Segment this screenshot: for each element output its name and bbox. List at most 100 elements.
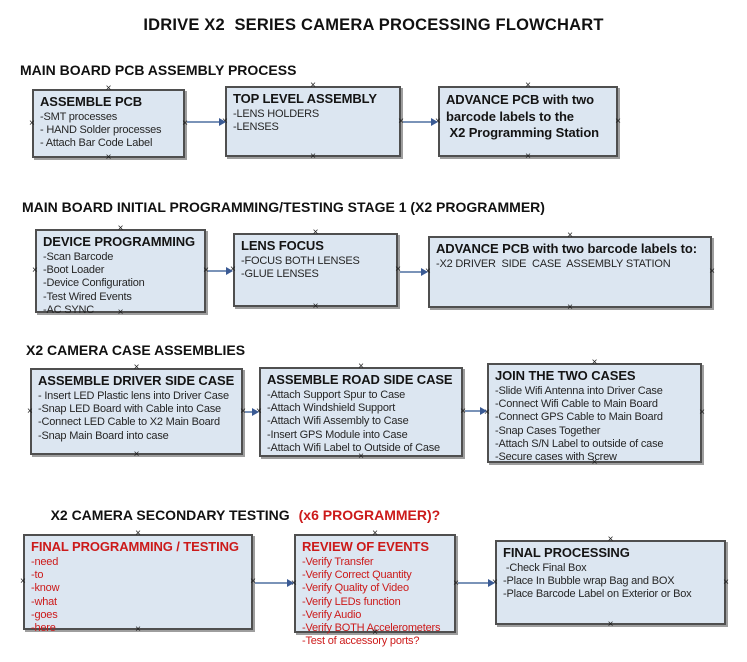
connection-point-icon: [699, 408, 705, 418]
flow-box-advance-pcb-to-driver-side-station: ADVANCE PCB with two barcode labels to: …: [428, 236, 712, 308]
box-item: - Insert LED Plastic lens into Driver Ca…: [38, 390, 229, 402]
box-items: -LENS HOLDERS-LENSES: [233, 108, 395, 134]
box-item: barcode labels to the: [446, 108, 574, 124]
flow-box-review-of-events: REVIEW OF EVENTS -Verify Transfer-Verify…: [294, 534, 456, 647]
box-title: FINAL PROCESSING: [503, 545, 630, 560]
connection-point-icon: [118, 308, 124, 318]
box-items: -X2 DRIVER SIDE CASE ASSEMBLY STATION: [436, 258, 706, 271]
flow-box-assemble-pcb: ASSEMBLE PCB -SMT processes- HAND Solder…: [32, 89, 185, 158]
connection-point-icon: [118, 224, 124, 234]
flow-arrow: [208, 267, 233, 275]
box-item: -Insert GPS Module into Case: [267, 428, 408, 441]
flow-arrow: [245, 408, 259, 416]
box-items: -need-to-know-what-goes-here: [31, 556, 247, 635]
box-items: -Attach Support Spur to Case-Attach Wind…: [267, 389, 457, 455]
connection-point-icon: [592, 358, 598, 368]
box-item: -Attach Wifi Label to Outside of Case: [267, 441, 440, 454]
box-item: -Attach Support Spur to Case: [267, 389, 406, 401]
box-title: ASSEMBLE PCB: [40, 94, 143, 109]
connection-point-icon: [723, 578, 729, 588]
flow-box-lens-focus: LENS FOCUS -FOCUS BOTH LENSES-GLUE LENSE…: [233, 233, 398, 307]
connection-point-icon: [310, 81, 316, 91]
box-item: -Test Wired Events: [43, 290, 132, 303]
box-title: ASSEMBLE ROAD SIDE CASE: [267, 372, 453, 387]
box-item: -Verify Correct Quantity: [302, 569, 412, 582]
flow-arrow: [400, 268, 428, 276]
flow-box-device-programming: DEVICE PROGRAMMING -Scan Barcode-Boot Lo…: [32, 229, 206, 316]
box-item: -Test of accessory ports?: [302, 635, 420, 648]
box-item: -Connect GPS Cable to Main Board: [495, 411, 663, 424]
section-heading-initial-programming: MAIN BOARD INITIAL PROGRAMMING/TESTING S…: [22, 199, 545, 215]
box-item: -Connect LED Cable to X2 Main Board: [38, 416, 220, 429]
connection-point-icon: [106, 84, 112, 94]
flow-arrow: [465, 407, 487, 415]
flow-arrow: [403, 118, 438, 126]
box-item: - Attach Bar Code Label: [40, 137, 153, 150]
box-item: -Slide Wifi Antenna into Driver Case: [495, 385, 663, 397]
box-item: -Snap Cases Together: [495, 424, 601, 437]
box-item: -what: [31, 595, 57, 608]
box-item: -goes: [31, 608, 58, 621]
flow-box-top-level-assembly: TOP LEVEL ASSEMBLY -LENS HOLDERS-LENSES: [225, 86, 401, 157]
box-item: -need: [31, 556, 59, 568]
connection-point-icon: [358, 452, 364, 462]
box-title: ADVANCE PCB with two barcode labels to:: [436, 241, 697, 256]
connection-point-icon: [106, 153, 112, 163]
flow-box-final-programming-testing: FINAL PROGRAMMING / TESTING -need-to-kno…: [20, 534, 253, 634]
connection-point-icon: [313, 228, 319, 238]
section-heading-pcb-assembly: MAIN BOARD PCB ASSEMBLY PROCESS: [20, 62, 297, 78]
box-item: -Attach Wifi Assembly to Case: [267, 415, 409, 428]
box-item: -AC SYNC: [43, 303, 94, 316]
connection-point-icon: [372, 529, 378, 539]
box-title: TOP LEVEL ASSEMBLY: [233, 91, 377, 106]
connection-point-icon: [709, 267, 715, 277]
box-item: -Attach Windshield Support: [267, 402, 396, 415]
connection-point-icon: [358, 362, 364, 372]
connection-point-icon: [592, 458, 598, 468]
box-item: -LENS HOLDERS: [233, 108, 320, 120]
connection-point-icon: [310, 152, 316, 162]
flow-box-assemble-driver-side-case: ASSEMBLE DRIVER SIDE CASE - Insert LED P…: [30, 368, 243, 455]
connection-point-icon: [29, 119, 35, 129]
box-item: -Verify Transfer: [302, 556, 374, 568]
connection-point-icon: [567, 231, 573, 241]
connection-point-icon: [32, 266, 38, 276]
connection-point-icon: [615, 117, 621, 127]
connection-point-icon: [134, 363, 140, 373]
box-item: -X2 DRIVER SIDE CASE ASSEMBLY STATION: [436, 258, 671, 270]
section-heading-case-assemblies: X2 CAMERA CASE ASSEMBLIES: [26, 342, 246, 358]
connection-point-icon: [134, 450, 140, 460]
box-item: -Device Configuration: [43, 277, 145, 290]
box-items: -Scan Barcode-Boot Loader-Device Configu…: [43, 251, 200, 317]
connection-point-icon: [608, 535, 614, 545]
box-item: -Snap Main Board into case: [38, 429, 169, 442]
connection-point-icon: [135, 529, 141, 539]
box-item: -Scan Barcode: [43, 251, 114, 263]
connection-point-icon: [20, 577, 26, 587]
connection-point-icon: [135, 625, 141, 635]
flow-box-assemble-road-side-case: ASSEMBLE ROAD SIDE CASE -Attach Support …: [259, 367, 463, 457]
flow-box-final-processing: FINAL PROCESSING -Check Final Box-Place …: [495, 540, 726, 625]
box-item: -SMT processes: [40, 111, 118, 123]
box-title: LENS FOCUS: [241, 238, 324, 253]
box-item: -here: [31, 622, 56, 635]
flow-arrow: [187, 118, 226, 126]
box-items: - Insert LED Plastic lens into Driver Ca…: [38, 390, 237, 443]
box-item: -Snap LED Board with Cable into Case: [38, 403, 221, 416]
box-title: ASSEMBLE DRIVER SIDE CASE: [38, 373, 235, 388]
connection-point-icon: [608, 620, 614, 630]
box-item: -Connect Wifi Cable to Main Board: [495, 398, 658, 411]
box-item: X2 Programming Station: [446, 125, 600, 140]
box-title: JOIN THE TWO CASES: [495, 368, 636, 383]
box-item: -Check Final Box: [503, 562, 587, 574]
connection-point-icon: [182, 119, 188, 129]
box-item: -Verify BOTH Accelerometers: [302, 622, 441, 635]
box-item: -GLUE LENSES: [241, 268, 319, 281]
box-item: -Verify Quality of Video: [302, 582, 409, 595]
box-item: -Verify LEDs function: [302, 595, 401, 608]
connection-point-icon: [525, 152, 531, 162]
box-items: -SMT processes- HAND Solder processes- A…: [40, 111, 179, 151]
connection-point-icon: [313, 302, 319, 312]
section-heading-secondary-testing-text: X2 CAMERA SECONDARY TESTING: [50, 507, 290, 523]
